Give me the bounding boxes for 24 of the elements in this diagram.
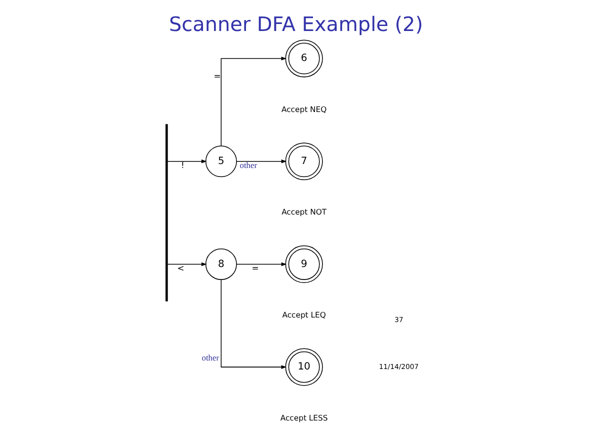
- node-label: Accept NOT: [281, 208, 326, 217]
- edge-label: =: [213, 70, 220, 81]
- node-circle: 7: [284, 142, 322, 180]
- edge-label: =: [251, 262, 258, 273]
- arrow: [220, 279, 286, 369]
- node-label: Accept NEQ: [280, 104, 326, 114]
- arrow: [236, 159, 286, 164]
- node-circle: 9: [284, 245, 322, 284]
- arrow: [166, 262, 206, 266]
- node-circle: 10: [284, 348, 322, 386]
- edge-label: !: [180, 160, 184, 170]
- node-bar: [165, 124, 168, 302]
- node-circle: 8: [204, 248, 236, 280]
- node-circle: 5: [204, 146, 236, 178]
- arrow: [220, 56, 286, 146]
- node-label: Accept LESS: [280, 413, 328, 422]
- edge-label: <: [176, 262, 184, 273]
- node-label: Accept LEQ: [282, 310, 326, 320]
- edge-label: other: [239, 160, 257, 170]
- arrow: [166, 159, 206, 164]
- arrow: [236, 262, 286, 266]
- diagram-title: Scanner DFA Example (2): [168, 12, 422, 36]
- node-circle: 6: [284, 40, 322, 78]
- edge-label: other: [201, 352, 219, 362]
